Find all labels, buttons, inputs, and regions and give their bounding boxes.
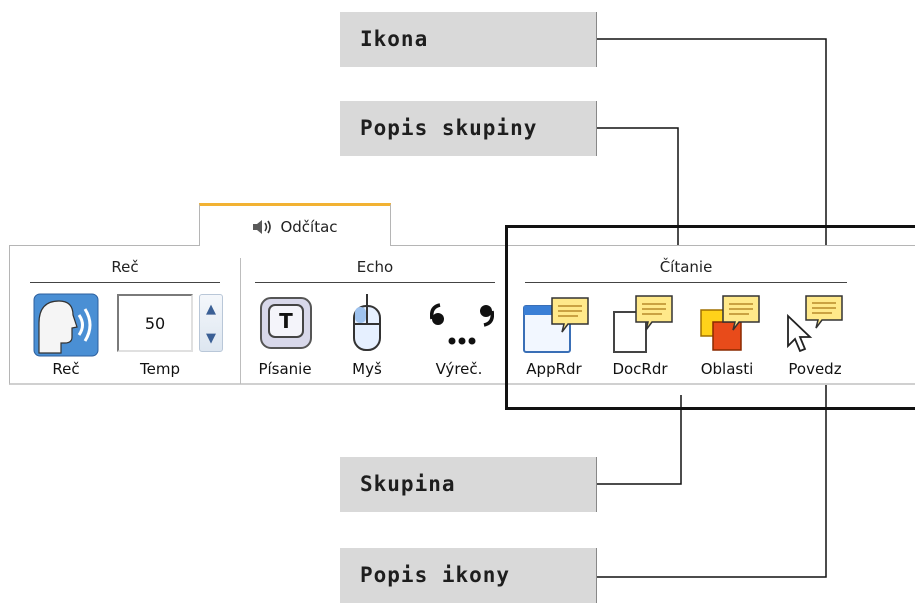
mouse-icon xyxy=(353,294,381,351)
group-title-echo: Echo xyxy=(356,258,394,276)
callout-group-description: Popis skupiny xyxy=(340,101,597,156)
document-speech-icon xyxy=(613,295,673,353)
rate-label: Temp xyxy=(140,360,180,378)
rate-spinner[interactable]: ▲ ▼ xyxy=(199,294,223,352)
group-rule-speech xyxy=(30,282,220,283)
tab-join xyxy=(200,244,390,247)
regions-button[interactable] xyxy=(697,294,763,360)
mouse-echo-label: Myš xyxy=(352,360,382,378)
connector-group-description xyxy=(597,127,679,260)
group-rule-reading xyxy=(525,282,847,283)
typing-echo-label: Písanie xyxy=(258,360,312,378)
speech-button-label: Reč xyxy=(52,360,80,378)
callout-group: Skupina xyxy=(340,457,597,512)
speaker-icon xyxy=(253,219,272,234)
doc-reader-button[interactable] xyxy=(610,294,676,360)
regions-label: Oblasti xyxy=(700,360,754,378)
chevron-down-icon[interactable]: ▼ xyxy=(206,331,216,346)
utterance-echo-button[interactable] xyxy=(429,303,495,351)
tab-reader[interactable]: Odčítac xyxy=(199,203,391,247)
connector-icon-description xyxy=(597,380,827,578)
app-reader-button[interactable] xyxy=(522,296,592,360)
speech-button[interactable] xyxy=(33,293,99,361)
say-button[interactable] xyxy=(784,294,846,360)
speaking-head-icon xyxy=(33,293,99,357)
group-highlight-frame xyxy=(505,225,915,410)
callout-icon-description: Popis ikony xyxy=(340,548,597,603)
regions-speech-icon xyxy=(700,295,760,351)
app-window-speech-icon xyxy=(523,297,589,353)
key-t-icon: T xyxy=(260,297,312,349)
mouse-echo-button[interactable] xyxy=(350,292,384,358)
group-title-speech: Reč xyxy=(111,258,139,276)
tab-reader-label: Odčítac xyxy=(280,217,338,236)
quote-ellipsis-icon xyxy=(429,303,495,345)
rate-input[interactable]: 50 xyxy=(117,294,193,352)
typing-echo-button[interactable]: T xyxy=(259,296,313,354)
callout-icon: Ikona xyxy=(340,12,597,67)
svg-text:T: T xyxy=(279,309,293,333)
say-label: Povedz xyxy=(788,360,842,378)
cursor-speech-icon xyxy=(787,295,843,353)
utterance-echo-label: Výreč. xyxy=(435,360,483,378)
app-reader-label: AppRdr xyxy=(526,360,582,378)
doc-reader-label: DocRdr xyxy=(612,360,668,378)
group-title-reading: Čítanie xyxy=(659,258,713,276)
group-rule-echo xyxy=(255,282,495,283)
chevron-up-icon[interactable]: ▲ xyxy=(206,302,216,317)
group-separator xyxy=(240,258,241,384)
connector-group xyxy=(597,395,682,485)
